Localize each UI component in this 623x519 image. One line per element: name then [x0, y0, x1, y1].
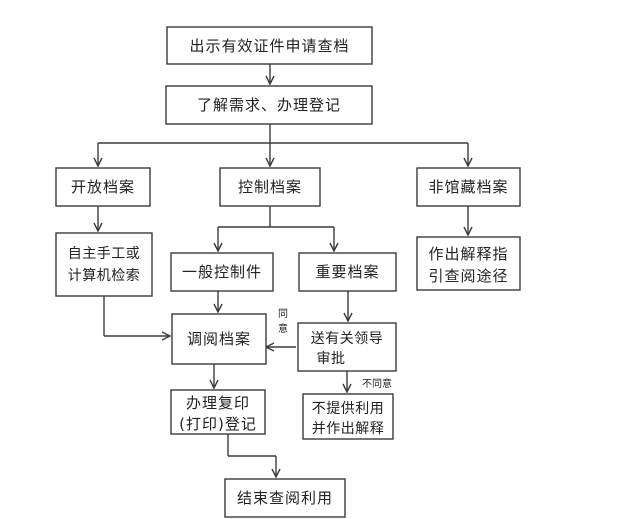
- node-self-search: 自主手工或 计算机检索: [55, 232, 153, 297]
- node-open-archive-label: 开放档案: [71, 178, 135, 196]
- node-copy-print-line2: (打印)登记: [179, 415, 257, 433]
- node-send-leader-line2: 审批: [317, 351, 346, 367]
- node-refuse: 不提供利用 并作出解释: [302, 393, 394, 440]
- edge-label-agree-line2: 意: [278, 322, 288, 335]
- node-guide: 作出解释指 引查阅途径: [416, 236, 521, 291]
- node-important-archive-label: 重要档案: [315, 263, 379, 281]
- connectors: [98, 64, 468, 477]
- node-non-holding-archive: 非馆藏档案: [416, 167, 521, 207]
- node-important-archive: 重要档案: [298, 252, 397, 292]
- node-send-leader-line1: 送有关领导: [311, 331, 384, 347]
- node-general-controlled: 一般控制件: [170, 252, 274, 292]
- node-finish-label: 结束查阅利用: [237, 489, 333, 507]
- node-non-holding-archive-label: 非馆藏档案: [428, 178, 508, 196]
- node-consult-archive-label: 调阅档案: [187, 330, 251, 348]
- node-understand-label: 了解需求、办理登记: [197, 96, 341, 114]
- node-refuse-line2: 并作出解释: [312, 421, 385, 437]
- node-guide-line1: 作出解释指: [428, 245, 508, 263]
- node-show-id-label: 出示有效证件申请查档: [189, 37, 349, 55]
- node-controlled-archive-label: 控制档案: [238, 178, 302, 196]
- edge-label-agree-line1: 同: [278, 308, 288, 320]
- node-copy-print-line1: 办理复印: [186, 394, 250, 412]
- node-consult-archive: 调阅档案: [171, 313, 267, 365]
- node-finish: 结束查阅利用: [224, 478, 346, 518]
- node-controlled-archive: 控制档案: [219, 167, 321, 207]
- node-copy-print: 办理复印 (打印)登记: [170, 389, 266, 435]
- node-general-controlled-label: 一般控制件: [182, 263, 262, 281]
- node-show-id: 出示有效证件申请查档: [166, 26, 373, 65]
- node-understand: 了解需求、办理登记: [165, 85, 373, 125]
- node-send-leader: 送有关领导 审批: [297, 322, 397, 372]
- edge-label-disagree: 不同意: [362, 377, 392, 390]
- node-self-search-line1: 自主手工或: [68, 246, 141, 262]
- node-self-search-line2: 计算机检索: [68, 267, 141, 284]
- node-guide-line2: 引查阅途径: [428, 267, 508, 285]
- node-open-archive: 开放档案: [55, 167, 151, 207]
- node-refuse-line1: 不提供利用: [312, 401, 385, 417]
